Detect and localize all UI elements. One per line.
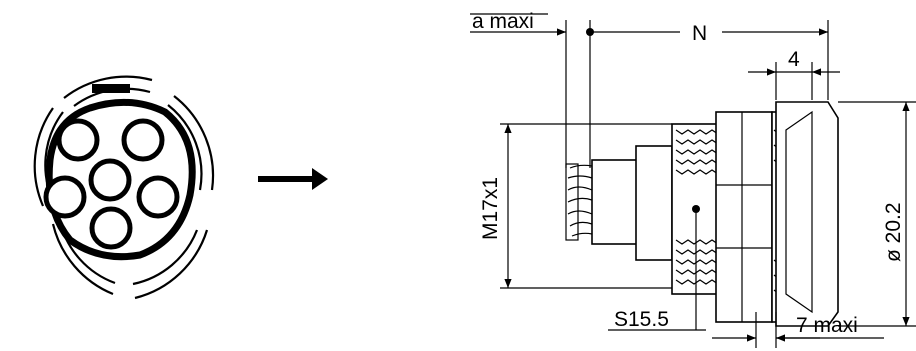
- inner-ring: [44, 87, 203, 286]
- label-max7: 7 maxi: [796, 314, 858, 337]
- label-a-max: a maxi: [472, 10, 534, 33]
- right-arrow-icon: [258, 168, 328, 190]
- contact-1: [56, 118, 100, 162]
- hex-nut: [715, 111, 773, 323]
- label-thread: M17x1: [479, 177, 502, 240]
- contacts: [43, 118, 180, 250]
- rear-insert: [591, 159, 638, 245]
- contact-carrier: [45, 98, 196, 261]
- label-wrench: S15.5: [614, 308, 669, 331]
- front-flange: [775, 101, 839, 327]
- contact-3: [88, 158, 132, 202]
- outer-ring: [33, 75, 215, 300]
- wire-bundle: [565, 163, 593, 241]
- label-n: N: [692, 22, 707, 45]
- polarizing-key: [92, 84, 130, 93]
- label-diameter: ø 20.2: [882, 202, 905, 262]
- side-view: [565, 101, 839, 327]
- rear-collar: [635, 145, 673, 261]
- dimensions: a maxi N 4 M17x1 ø 20.2 S15.5 7 max: [470, 10, 916, 348]
- contact-2: [121, 118, 165, 162]
- contact-6: [89, 206, 133, 250]
- contact-5: [136, 175, 180, 219]
- front-view: [33, 75, 215, 300]
- label-four: 4: [788, 48, 800, 71]
- contact-4: [43, 175, 87, 219]
